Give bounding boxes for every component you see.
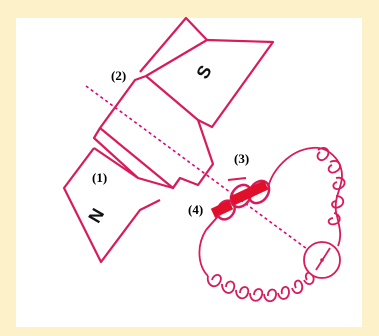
coil-loops-bottom (206, 262, 322, 303)
coil-wire (198, 147, 343, 277)
iron-core-upper (98, 74, 215, 190)
slip-ring-assembly (205, 177, 271, 231)
magnet-south-side (197, 38, 275, 129)
label-1: (1) (92, 170, 107, 185)
galvanometer (303, 241, 341, 279)
magnet-south-pole (139, 16, 209, 77)
label-3: (3) (234, 151, 249, 166)
label-4: (4) (188, 202, 203, 217)
figure-panel (16, 18, 362, 327)
label-2: (2) (111, 68, 126, 83)
rotation-axis (85, 85, 323, 261)
coil-loops-right (316, 146, 346, 226)
magnet-north-pole (62, 147, 161, 264)
magnet-north-edge (93, 147, 139, 179)
pole-n-label: N (84, 205, 108, 226)
pole-s-label: S (192, 62, 215, 82)
